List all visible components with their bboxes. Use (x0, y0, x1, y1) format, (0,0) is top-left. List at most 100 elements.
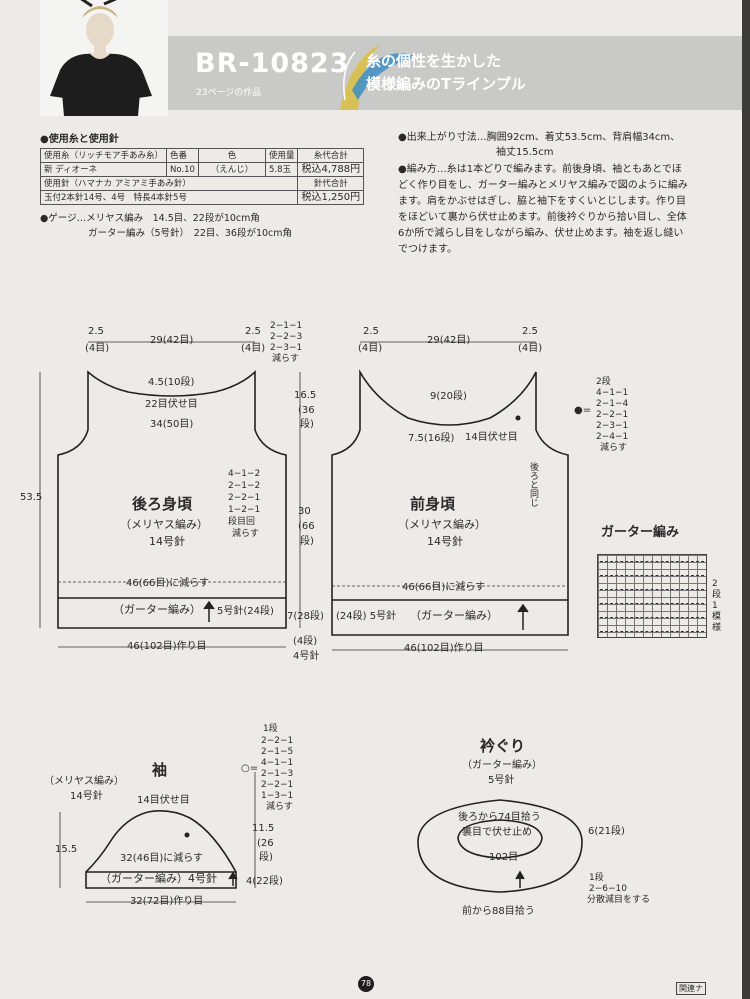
front-neck-width: 29(42目) (427, 335, 471, 346)
page-reference: 23ページの作品 (196, 88, 262, 98)
back-neck-depth: 4.5(10段) (148, 377, 195, 388)
sleeve-dec-7: 1−3−1 (261, 791, 294, 801)
sleeve-cast-on: 32(72目)作り目 (130, 896, 204, 907)
needle-total: 税込1,250円 (297, 190, 365, 205)
yarn-color: （えんじ） (197, 162, 266, 177)
back-cast-on: 46(102目)作り目 (127, 641, 207, 652)
sleeve-cap-rows-2: 段) (259, 852, 273, 863)
sleeve-dec-8: 減らす (266, 802, 293, 812)
neck-dec-2: 4−1−1 (596, 388, 629, 398)
back-armhole-dec-1: 4−1−2 (228, 469, 261, 479)
yarn-header-color: 色 (197, 148, 266, 163)
needle-total-label: 針代合計 (297, 176, 365, 191)
total-length: 53.5 (20, 492, 43, 503)
sleeve-stitch: （メリヤス編み） (44, 776, 124, 787)
back-neck-width: 29(42目) (150, 335, 194, 346)
yarn-name: 新 ディオーネ (39, 162, 168, 177)
front-top-left-stitches: (4目) (358, 343, 383, 354)
back-armhole-height: 16.5 (294, 390, 317, 401)
sleeve-cuff-height: 4(22段) (246, 876, 283, 887)
neckband-stitches: 102目 (489, 852, 519, 863)
title-line-1: 糸の個性を生かした (366, 52, 502, 70)
back-armhole-rows-1: (36 (298, 405, 315, 416)
needle-header: 使用針（ハマナカ アミアミ手あみ針） (39, 176, 299, 191)
front-reduce: 46(66目)に減らす (402, 582, 486, 593)
hem-height: 7(28段) (287, 611, 324, 622)
neckband-dec-1: 1段 (589, 873, 604, 883)
back-armhole-dec-6: 減らす (232, 529, 259, 539)
back-armhole-dec-2: 2−1−2 (228, 481, 261, 491)
neckband-bind-wrong: 裏目で伏せ止め (462, 827, 532, 838)
back-armhole-dec-4: 1−2−1 (228, 505, 261, 515)
hem-rows: (4段) (293, 636, 318, 647)
sleeve-dec-3: 2−1−5 (261, 747, 294, 757)
neck-dec-3: 2−1−4 (596, 399, 629, 409)
gauge-garter: ガーター編み（5号針） 22目、36段が10cm角 (88, 228, 293, 239)
yarn-header-name: 使用糸（リッチモア手あみ糸） (39, 148, 168, 163)
front-cast-on: 46(102目)作り目 (404, 643, 484, 654)
front-same-as-back: 後ろと同じ (528, 462, 538, 507)
yarn-header-total: 糸代合計 (297, 148, 365, 163)
garter-side-5: 様 (712, 623, 722, 633)
back-top-right-width: 2.5 (245, 326, 261, 337)
garter-side-1: 2 (712, 579, 718, 589)
back-body-label: 後ろ身頃 (132, 495, 193, 513)
sleeve-dec-marker: ○= (241, 763, 259, 774)
back-side-length: 30 (298, 506, 311, 517)
gauge-stockinette: ●ゲージ…メリヤス編み 14.5目、22段が10cm角 (40, 213, 260, 224)
finished-size-line-1: ●出来上がり寸法…胸囲92cm、着丈53.5cm、背肩幅34cm、 (398, 132, 681, 143)
neckband-rows: 6(21段) (588, 826, 625, 837)
instruction-line-5: 6か所で減らし目をしながら編み、伏せ止めます。袖を返し縫い (398, 228, 684, 239)
back-shoulder-dec-2: 2−2−3 (270, 332, 303, 342)
neck-dec-marker: ●= (574, 405, 592, 416)
back-top-left-width: 2.5 (88, 326, 104, 337)
garter-swatch-chart (597, 554, 707, 638)
sleeve-cuff-label: （ガーター編み）4号針 (100, 872, 217, 885)
sleeve-dec-2: 2−2−1 (261, 736, 294, 746)
hem-needle: 4号針 (293, 651, 320, 662)
back-side-rows-2: 段) (300, 536, 314, 547)
garter-side-2: 段 (712, 590, 722, 600)
garter-swatch-label: ガーター編み (601, 525, 680, 540)
pattern-code: BR-10823 (195, 48, 350, 79)
front-top-right-width: 2.5 (522, 326, 538, 337)
back-shoulder-dec-4: 減らす (272, 354, 299, 364)
sleeve-dec-6: 2−2−1 (261, 780, 294, 790)
back-armhole-dec-5: 段目回 (228, 517, 256, 527)
sleeve-label: 袖 (152, 761, 168, 779)
instruction-line-1: ●編み方…糸は1本どりで編みます。前後身頃、袖ともあとでほ (398, 164, 682, 175)
back-shoulder-dec-1: 2−1−1 (270, 321, 303, 331)
model-photo (40, 0, 168, 116)
yarn-code: No.10 (166, 162, 199, 177)
yarn-amount: 5.8玉 (264, 162, 299, 177)
sleeve-reduce: 32(46目)に減らす (120, 853, 204, 864)
sleeve-cap-height: 11.5 (252, 823, 275, 834)
neckband-pick-front: 前から88目拾う (462, 906, 535, 917)
front-neck-bind: 14目伏せ目 (465, 432, 518, 443)
page-number: 78 (358, 976, 374, 992)
title-line-2: 模様編みのTラインプル (366, 75, 526, 93)
front-body-label: 前身頃 (410, 495, 456, 513)
neck-dec-6: 2−4−1 (596, 432, 629, 442)
back-neck-bind: 22目伏せ目 (145, 399, 198, 410)
yarn-header-amount: 使用量 (264, 148, 299, 163)
back-armhole-dec-3: 2−2−1 (228, 493, 261, 503)
back-top-right-stitches: (4目) (241, 343, 266, 354)
yarn-total: 税込4,788円 (297, 162, 365, 177)
neck-dec-1: 2段 (596, 377, 611, 387)
back-top-left-stitches: (4目) (85, 343, 110, 354)
sleeve-cap-rows-1: (26 (257, 838, 274, 849)
instruction-line-6: でつけます。 (398, 244, 457, 255)
materials-heading: ●使用糸と使用針 (40, 134, 119, 145)
sleeve-height: 15.5 (55, 844, 78, 855)
back-garter-needle: 5号針(24段) (217, 606, 274, 617)
neckband-needle: 5号針 (488, 775, 515, 786)
front-neck-mid: 7.5(16段) (408, 433, 455, 444)
neckband-dec-2: 2−6−10 (589, 884, 627, 894)
needle-list: 玉付2本針14号、4号 特長4本針5号 (39, 190, 299, 205)
front-garter-needle: (24段) 5号針 (336, 611, 397, 622)
instruction-line-4: をほどいて裏から伏せ止めます。前後衿ぐりから拾い目し、全体 (398, 212, 687, 223)
back-reduce: 46(66目)に減らす (126, 578, 210, 589)
garter-side-3: 1 (712, 601, 718, 611)
